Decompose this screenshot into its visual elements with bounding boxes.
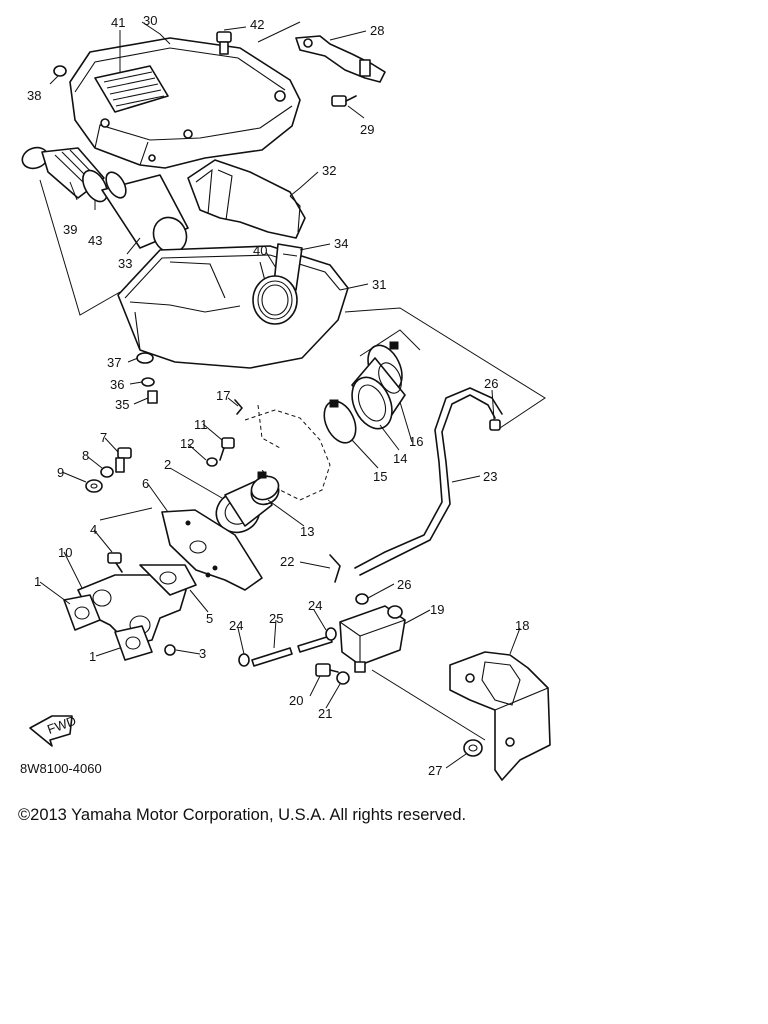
bolt: [331, 95, 357, 107]
hose: [354, 387, 503, 576]
callout-15: 15: [373, 469, 387, 484]
forward-direction-arrow: FWD: [29, 713, 78, 747]
callout-26: 26: [397, 577, 411, 592]
callout-9: 9: [57, 465, 64, 480]
callout-3: 3: [199, 646, 206, 661]
gasket: [63, 594, 101, 631]
callout-26: 26: [484, 376, 498, 391]
nut: [164, 644, 176, 656]
callout-labels: 41 30 42 28 38 29 32 39 43 33 40 34 31 3…: [20, 13, 529, 778]
washer: [336, 671, 350, 685]
callout-36: 36: [110, 377, 124, 392]
callout-12: 12: [180, 436, 194, 451]
callout-1: 1: [89, 649, 96, 664]
callout-5: 5: [206, 611, 213, 626]
clamp: [250, 471, 280, 501]
callout-20: 20: [289, 693, 303, 708]
intake-duct: [21, 146, 189, 254]
callout-34: 34: [334, 236, 348, 251]
callout-8: 8: [82, 448, 89, 463]
callout-6: 6: [142, 476, 149, 491]
callout-10: 10: [58, 545, 72, 560]
hose-clip: [325, 627, 337, 641]
callout-40: 40: [253, 243, 267, 258]
nut: [463, 739, 483, 757]
callout-39: 39: [63, 222, 77, 237]
callout-21: 21: [318, 706, 332, 721]
air-cleaner-cover: [69, 37, 301, 169]
intake-manifold: [77, 574, 187, 646]
callout-37: 37: [107, 355, 121, 370]
callout-7: 7: [100, 430, 107, 445]
screw: [219, 437, 235, 461]
mounting-bracket: [449, 651, 551, 781]
carburetor-outline: [244, 404, 331, 501]
callout-31: 31: [372, 277, 386, 292]
callout-13: 13: [300, 524, 314, 539]
callout-1: 1: [34, 574, 41, 589]
air-duct-elbow: [187, 159, 306, 239]
canister: [339, 605, 406, 673]
callout-14: 14: [393, 451, 407, 466]
hose-clip: [489, 419, 501, 431]
copyright-notice: ©2013 Yamaha Motor Corporation, U.S.A. A…: [18, 806, 467, 824]
washer-grommet-bolt: [136, 352, 158, 404]
callout-2: 2: [164, 457, 171, 472]
callout-17: 17: [216, 388, 230, 403]
callout-28: 28: [370, 23, 384, 38]
air-intake-exploded-diagram: FWD: [20, 13, 551, 781]
callout-22: 22: [280, 554, 294, 569]
hose-clip: [238, 653, 250, 667]
bolt: [315, 663, 339, 677]
washer: [206, 457, 218, 467]
carburetor-joint: [323, 341, 406, 444]
callout-24: 24: [229, 618, 243, 633]
callout-11: 11: [194, 417, 208, 432]
callout-38: 38: [27, 88, 41, 103]
screw: [216, 31, 232, 55]
callout-43: 43: [88, 233, 102, 248]
clip: [329, 554, 341, 583]
heat-protector-plate: [161, 509, 263, 591]
bolt-washer-nut: [85, 447, 132, 493]
callout-42: 42: [250, 17, 264, 32]
callout-32: 32: [322, 163, 336, 178]
callout-33: 33: [118, 256, 132, 271]
drawing-code: 8W8100-4060: [20, 761, 102, 776]
hose: [251, 635, 333, 667]
clip: [234, 399, 243, 415]
gasket: [139, 564, 197, 596]
cover-bracket: [295, 35, 386, 83]
air-cleaner-case: [117, 243, 349, 369]
nut: [53, 65, 67, 77]
gasket: [114, 625, 153, 661]
callout-41: 41: [111, 15, 125, 30]
callout-29: 29: [360, 122, 374, 137]
leader-lines: [39, 21, 546, 769]
callout-16: 16: [409, 434, 423, 449]
callout-30: 30: [143, 13, 157, 28]
bolt: [107, 552, 123, 573]
callout-18: 18: [515, 618, 529, 633]
label-plate: [94, 65, 169, 113]
callout-4: 4: [90, 522, 97, 537]
callout-19: 19: [430, 602, 444, 617]
callout-25: 25: [269, 611, 283, 626]
callout-23: 23: [483, 469, 497, 484]
hose-clip: [355, 593, 369, 605]
callout-35: 35: [115, 397, 129, 412]
callout-24: 24: [308, 598, 322, 613]
callout-27: 27: [428, 763, 442, 778]
